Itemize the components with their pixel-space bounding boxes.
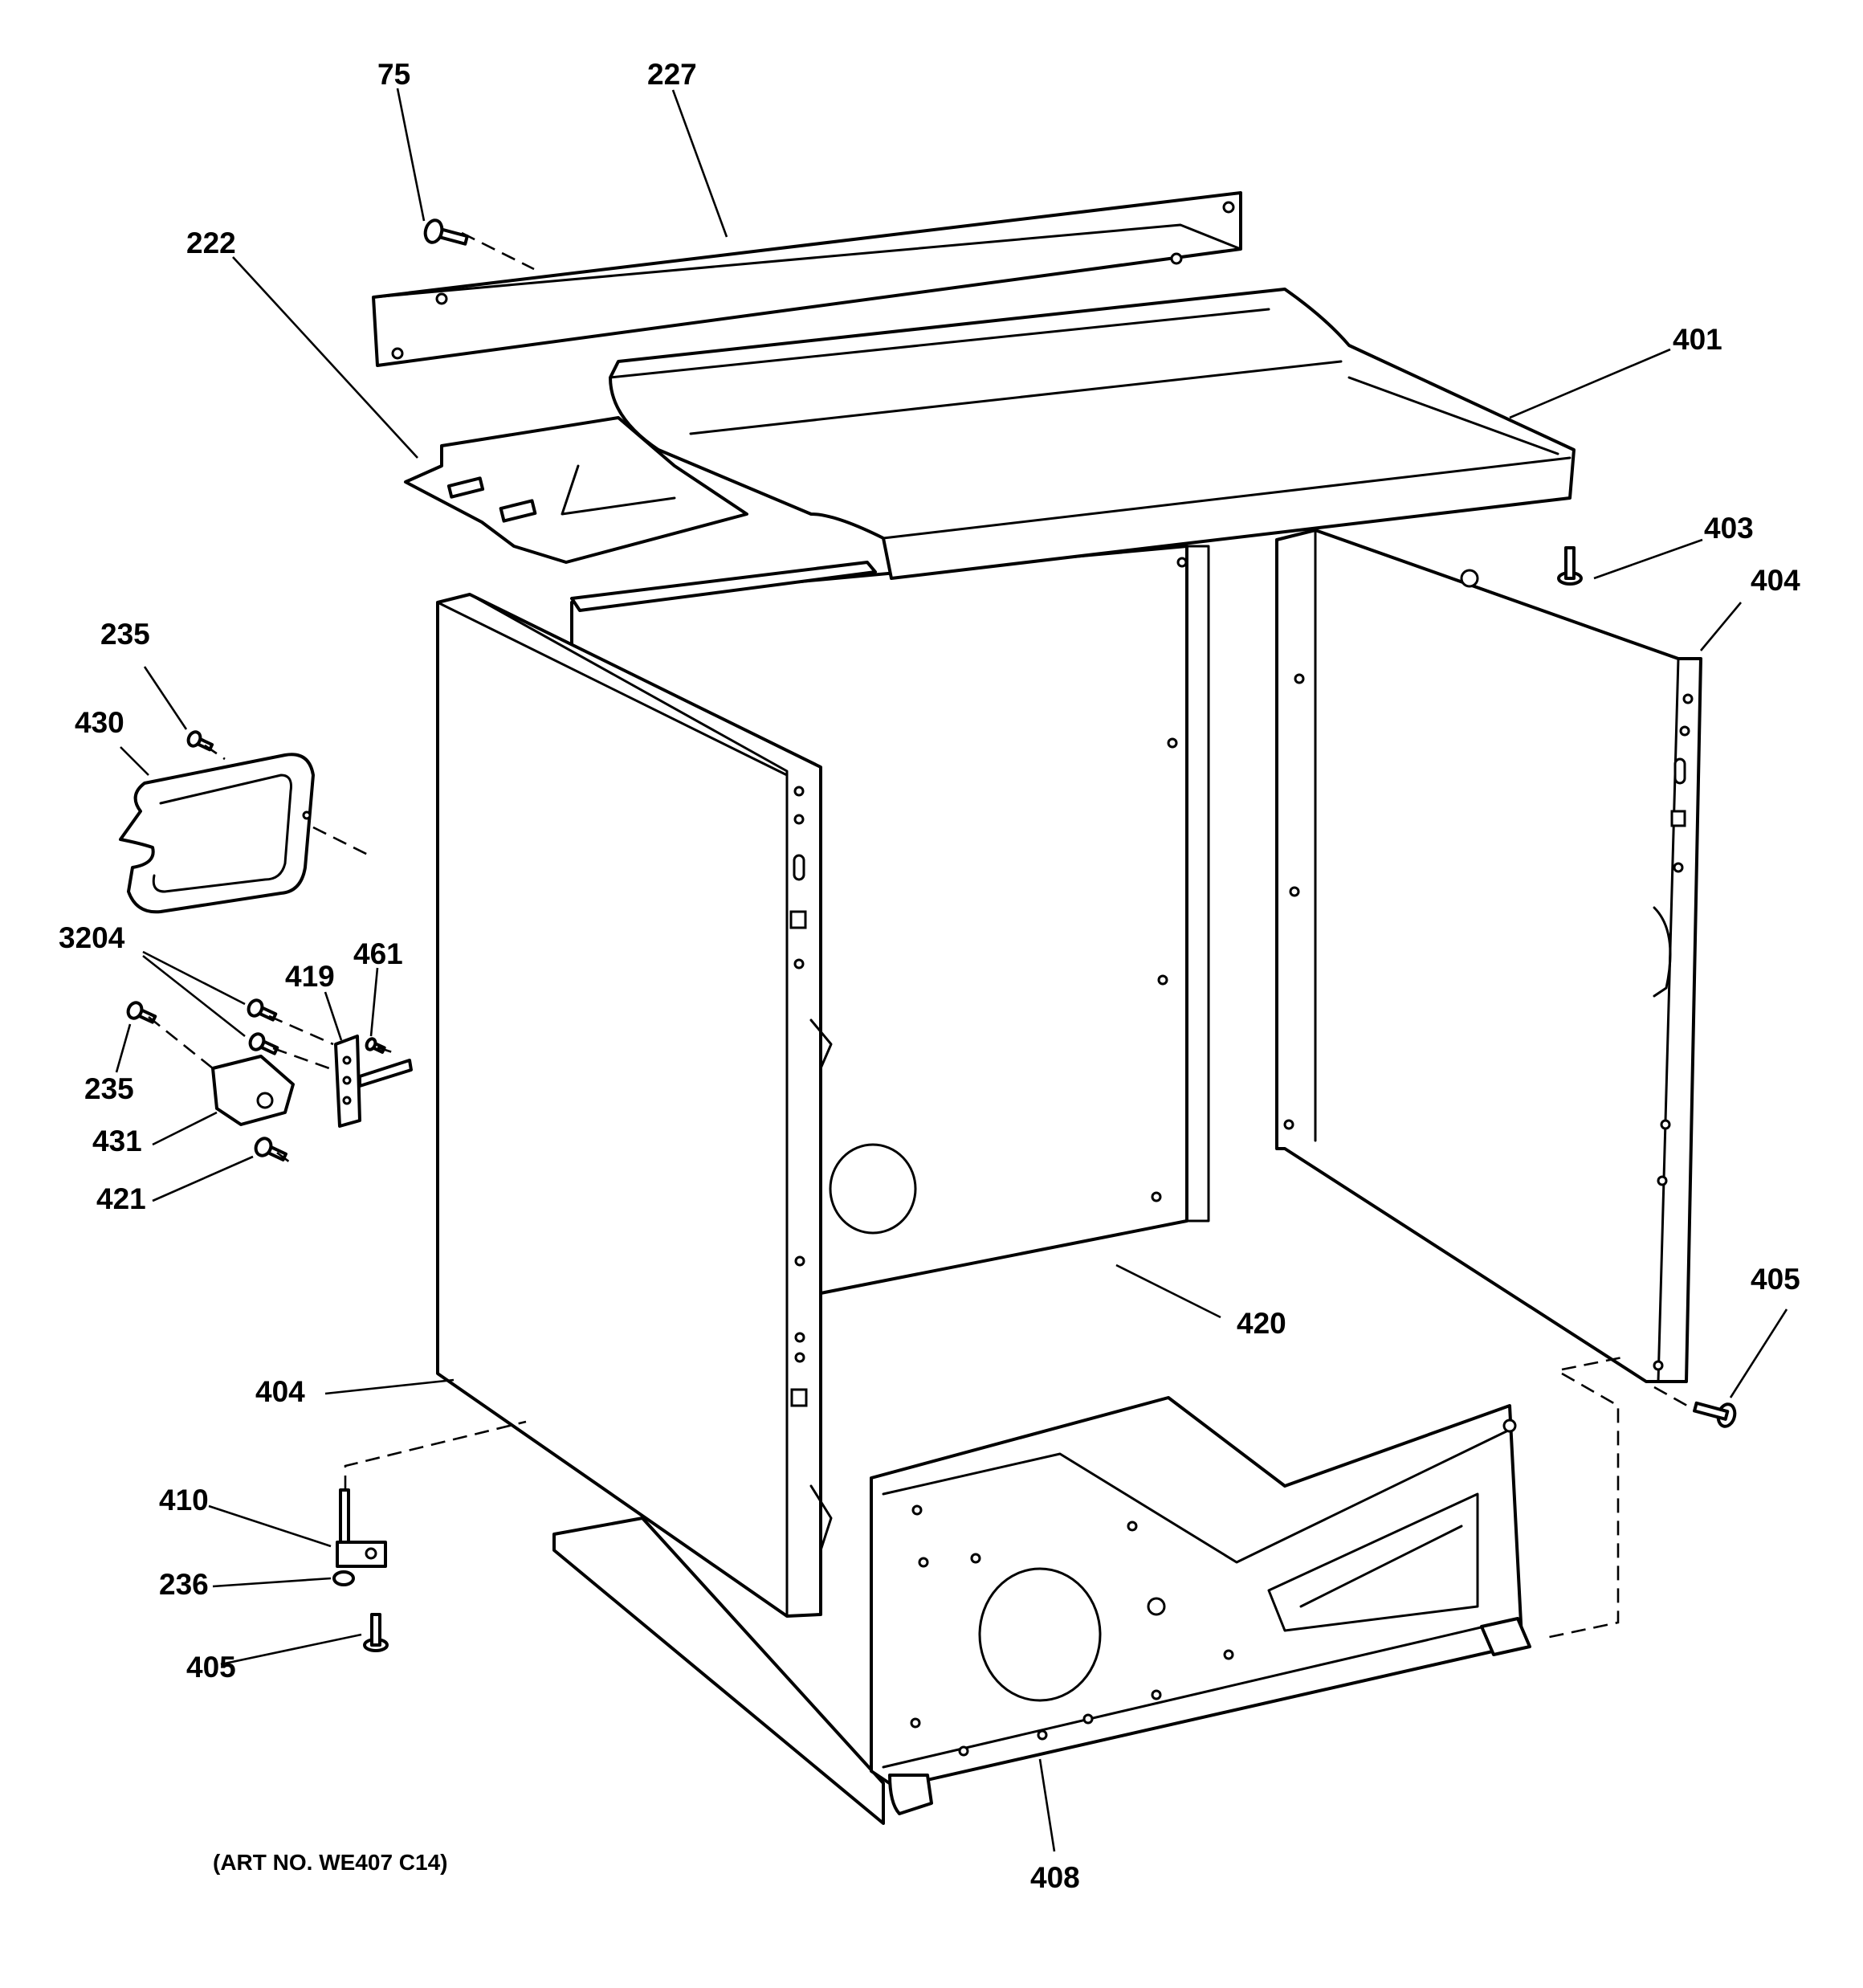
assembly-lines — [148, 231, 1695, 1640]
callout-235-top: 235 — [100, 618, 150, 651]
base-frame-408 — [552, 1396, 1531, 1825]
callout-461: 461 — [353, 937, 403, 970]
foot-236 — [332, 1570, 355, 1586]
leveling-leg-410 — [336, 1488, 387, 1568]
right-side-panel-404 — [1275, 529, 1702, 1383]
screw-3204-a — [247, 998, 278, 1022]
top-rail-227 — [372, 191, 1242, 367]
callout-403: 403 — [1704, 512, 1754, 545]
callout-227: 227 — [647, 58, 697, 91]
top-panel-401 — [609, 288, 1576, 580]
callout-431: 431 — [92, 1125, 142, 1157]
screw-75 — [423, 218, 469, 246]
callout-408: 408 — [1030, 1861, 1080, 1894]
callout-421: 421 — [96, 1182, 146, 1215]
callout-236: 236 — [159, 1568, 209, 1601]
callout-404-right: 404 — [1751, 564, 1800, 597]
callout-430: 430 — [75, 706, 124, 739]
screw-235-left — [126, 1001, 157, 1024]
rear-top-rail — [570, 561, 877, 612]
screw-405-left — [363, 1613, 389, 1652]
callout-419: 419 — [285, 960, 335, 993]
screw-403 — [1557, 546, 1583, 586]
art-number: (ART NO. WE407 C14) — [213, 1850, 448, 1875]
front-bracket-222 — [404, 416, 748, 564]
screw-3204-b — [248, 1032, 279, 1055]
callout-401: 401 — [1673, 323, 1722, 356]
bracket-430 — [119, 753, 315, 914]
callouts: 75 227 222 401 403 404 235 430 3204 419 … — [59, 58, 1800, 1894]
callout-410: 410 — [159, 1484, 209, 1517]
callout-420: 420 — [1237, 1307, 1286, 1340]
screw-461 — [365, 1037, 386, 1054]
callout-3204: 3204 — [59, 921, 125, 954]
leader-lines — [115, 88, 1788, 1852]
callout-405-left: 405 — [186, 1651, 236, 1684]
callout-75: 75 — [377, 58, 410, 91]
callout-222: 222 — [186, 227, 236, 259]
left-side-panel-404 — [436, 593, 833, 1618]
screws — [126, 218, 1737, 1652]
screw-405-right — [1693, 1401, 1737, 1428]
callout-404-left: 404 — [255, 1375, 305, 1408]
callout-405-right: 405 — [1751, 1263, 1800, 1296]
callout-235-left: 235 — [84, 1072, 134, 1105]
bracket-431 — [211, 1055, 295, 1126]
screw-421 — [254, 1137, 287, 1161]
hinge-419 — [334, 1035, 413, 1128]
screw-235-top — [186, 730, 214, 752]
